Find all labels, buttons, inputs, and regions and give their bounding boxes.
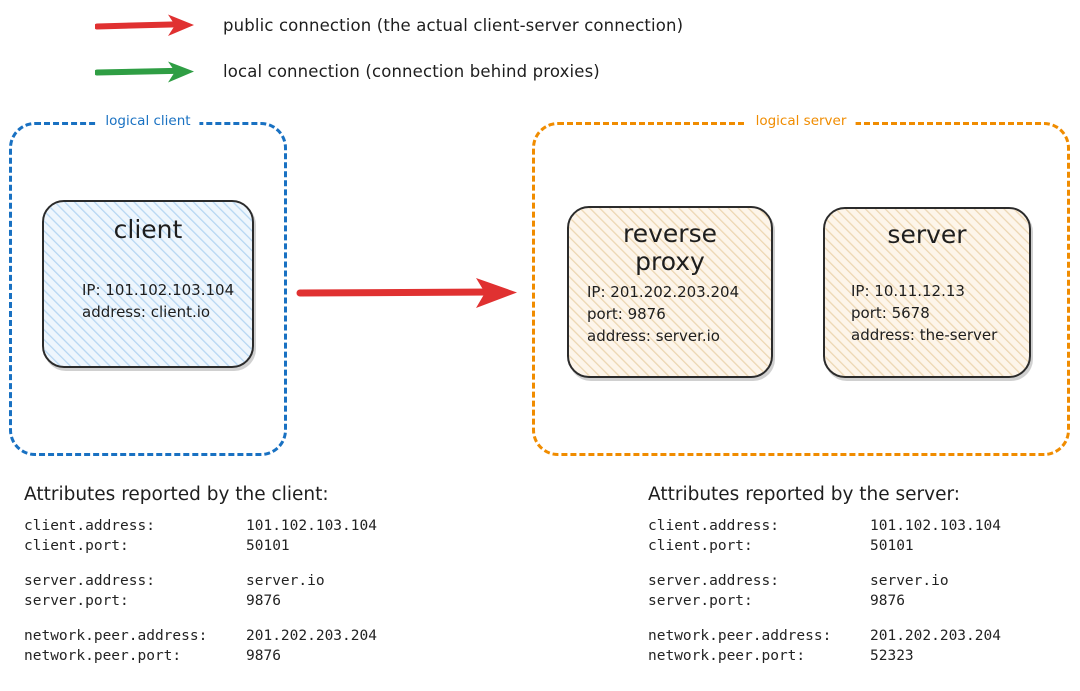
attribute-value: 101.102.103.104 xyxy=(870,518,1001,534)
attribute-value: 9876 xyxy=(870,593,905,609)
node-client-content: client IP: 101.102.103.104 address: clie… xyxy=(44,202,252,366)
attribute-key: client.port: xyxy=(648,538,753,554)
server-attributes-heading: Attributes reported by the server: xyxy=(648,484,960,505)
logical-server-group: logical server xyxy=(532,113,1070,456)
server-attributes-table: client.address: 101.102.103.104 client.por… xyxy=(648,516,1001,666)
public-connection-arrow xyxy=(296,278,517,308)
node-reverse-proxy-title: reverse proxy xyxy=(623,219,717,276)
client-attributes-rows: client.address: 101.102.103.104 client.por… xyxy=(24,516,377,666)
table-row: network.peer.port: 52323 xyxy=(648,646,1001,666)
table-row: client.address: 101.102.103.104 xyxy=(24,516,377,536)
node-server-content: server IP: 10.11.12.13 port: 5678 addres… xyxy=(825,209,1029,376)
table-row: server.port: 9876 xyxy=(648,591,1001,611)
attribute-key: network.peer.port: xyxy=(24,648,182,664)
legend-item-local-connection: local connection (connection behind prox… xyxy=(95,58,600,84)
client-attributes-table: client.address: 101.102.103.104 client.por… xyxy=(24,516,377,666)
attribute-value: 201.202.203.204 xyxy=(246,628,377,644)
attribute-key: server.port: xyxy=(648,593,753,609)
table-row: server.port: 9876 xyxy=(24,591,377,611)
legend-label-local-connection: local connection (connection behind prox… xyxy=(223,61,600,81)
attribute-key: client.port: xyxy=(24,538,129,554)
table-row: network.peer.address: 201.202.203.204 xyxy=(648,626,1001,646)
attribute-value: 9876 xyxy=(246,648,281,664)
table-row: network.peer.address: 201.202.203.204 xyxy=(24,626,377,646)
table-row: client.address: 101.102.103.104 xyxy=(648,516,1001,536)
table-row: client.port: 50101 xyxy=(648,536,1001,556)
node-reverse-proxy-content: reverse proxy IP: 201.202.203.204 port: … xyxy=(569,208,771,376)
table-row-spacer xyxy=(648,611,1001,626)
table-row-spacer xyxy=(24,556,377,571)
attribute-key: server.port: xyxy=(24,593,129,609)
node-reverse-proxy-attributes: IP: 201.202.203.204 port: 9876 address: … xyxy=(587,283,740,345)
logical-client-group: logical client xyxy=(9,113,287,456)
attribute-value: server.io xyxy=(246,573,325,589)
red-arrow-icon xyxy=(95,14,194,36)
table-row: network.peer.port: 9876 xyxy=(24,646,377,666)
attribute-key: network.peer.port: xyxy=(648,648,806,664)
logical-client-group-label: logical client xyxy=(96,113,200,129)
legend-label-public-connection: public connection (the actual client-ser… xyxy=(223,15,684,35)
attribute-key: network.peer.address: xyxy=(648,628,832,644)
table-row: server.address: server.io xyxy=(648,571,1001,591)
attribute-key: client.address: xyxy=(24,518,155,534)
node-reverse-proxy[interactable]: reverse proxy IP: 201.202.203.204 port: … xyxy=(567,206,773,378)
server-attributes-rows: client.address: 101.102.103.104 client.por… xyxy=(648,516,1001,666)
table-row-spacer xyxy=(648,556,1001,571)
spacer-cell xyxy=(648,556,1001,571)
node-client[interactable]: client IP: 101.102.103.104 address: clie… xyxy=(42,200,254,368)
green-arrow-icon xyxy=(95,61,194,83)
node-client-title: client xyxy=(113,215,183,244)
attribute-value: 101.102.103.104 xyxy=(246,518,377,534)
logical-server-group-label: logical server xyxy=(746,113,856,129)
attribute-key: network.peer.address: xyxy=(24,628,208,644)
client-attributes-block: Attributes reported by the client: clien… xyxy=(24,484,377,666)
table-row: server.address: server.io xyxy=(24,571,377,591)
node-server[interactable]: server IP: 10.11.12.13 port: 5678 addres… xyxy=(823,207,1031,378)
attribute-value: 50101 xyxy=(870,538,914,554)
node-server-attributes: IP: 10.11.12.13 port: 5678 address: the-… xyxy=(851,282,998,344)
attribute-value: server.io xyxy=(870,573,949,589)
table-row-spacer xyxy=(24,611,377,626)
client-attributes-heading: Attributes reported by the client: xyxy=(24,484,329,505)
spacer-cell xyxy=(24,611,377,626)
attribute-value: 201.202.203.204 xyxy=(870,628,1001,644)
spacer-cell xyxy=(24,556,377,571)
attribute-value: 50101 xyxy=(246,538,290,554)
node-client-attributes: IP: 101.102.103.104 address: client.io xyxy=(82,281,235,321)
legend-item-public-connection: public connection (the actual client-ser… xyxy=(95,12,683,38)
attribute-key: server.address: xyxy=(648,573,779,589)
attribute-key: server.address: xyxy=(24,573,155,589)
table-row: client.port: 50101 xyxy=(24,536,377,556)
attribute-value: 9876 xyxy=(246,593,281,609)
attribute-key: client.address: xyxy=(648,518,779,534)
node-server-title: server xyxy=(887,220,967,249)
spacer-cell xyxy=(648,611,1001,626)
attribute-value: 52323 xyxy=(870,648,914,664)
server-attributes-block: Attributes reported by the server: clien… xyxy=(648,484,1001,666)
